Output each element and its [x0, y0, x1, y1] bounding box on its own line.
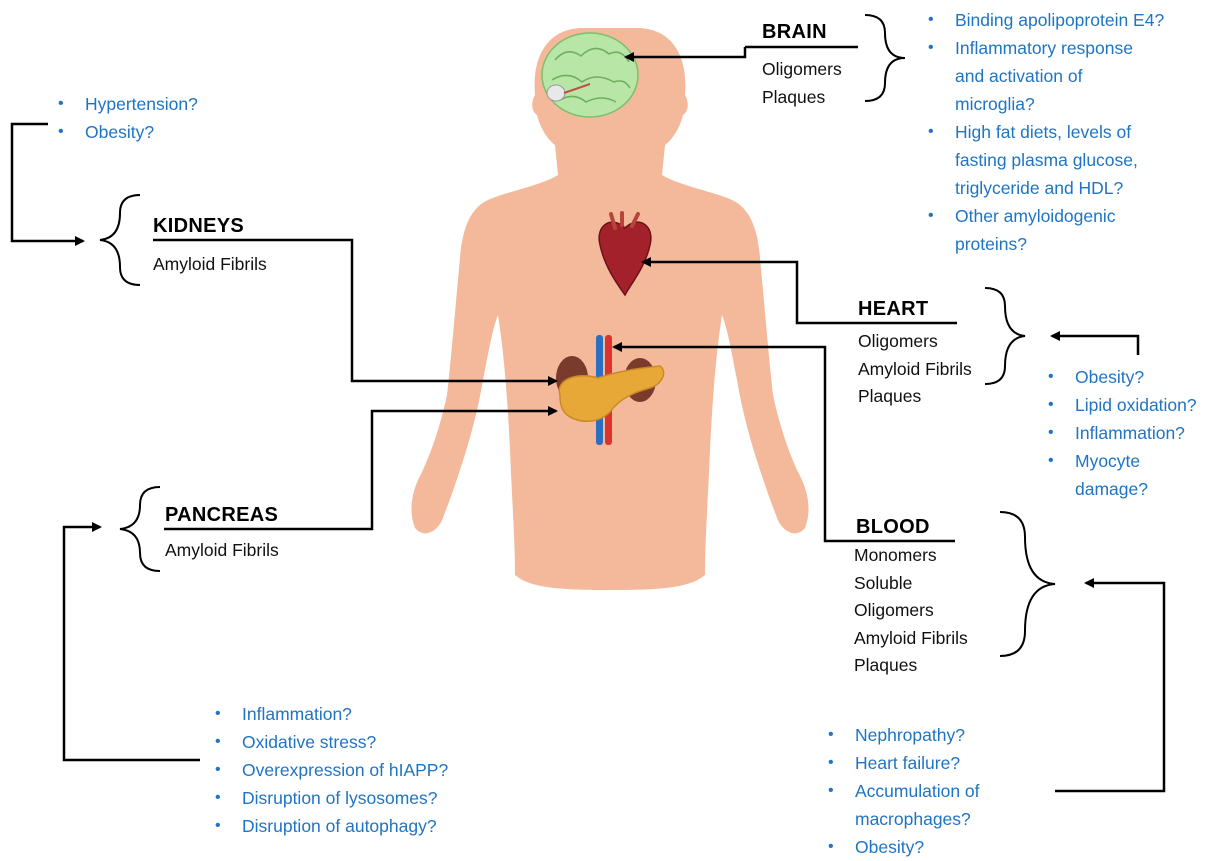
eye-shape	[547, 85, 565, 101]
brain-factor-item: Other amyloidogenic	[925, 202, 1164, 230]
kidneys-factors-list: Hypertension? Obesity?	[55, 90, 198, 146]
kidneys-form-item: Amyloid Fibrils	[153, 251, 267, 279]
heart-factor-item: damage?	[1045, 475, 1197, 503]
brain-factor-item: High fat diets, levels of	[925, 118, 1164, 146]
blood-form-item: Oligomers	[854, 597, 968, 625]
heart-factor-item: Inflammation?	[1045, 419, 1197, 447]
pancreas-factors-list: Inflammation? Oxidative stress? Overexpr…	[212, 700, 448, 840]
heart-brace	[985, 288, 1025, 384]
heart-factor-item: Obesity?	[1045, 363, 1197, 391]
heart-factors-arrow	[1052, 336, 1138, 355]
brain-forms: Oligomers Plaques	[762, 56, 842, 111]
heart-form-item: Amyloid Fibrils	[858, 356, 972, 384]
pancreas-factor-item: Disruption of lysosomes?	[212, 784, 448, 812]
brain-factor-item: Inflammatory response	[925, 34, 1164, 62]
blood-factors-arrow	[1055, 583, 1164, 791]
blood-forms: Monomers Soluble Oligomers Amyloid Fibri…	[854, 542, 968, 680]
heart-label: HEART	[858, 298, 928, 321]
kidneys-forms: Amyloid Fibrils	[153, 251, 267, 279]
brain-factor-item: microglia?	[925, 90, 1164, 118]
blood-form-item: Amyloid Fibrils	[854, 625, 968, 653]
pancreas-form-item: Amyloid Fibrils	[165, 537, 279, 565]
pancreas-forms: Amyloid Fibrils	[165, 537, 279, 565]
blood-factor-item: macrophages?	[825, 805, 980, 833]
kidneys-factor-item: Obesity?	[55, 118, 198, 146]
heart-factors-list: Obesity? Lipid oxidation? Inflammation? …	[1045, 363, 1197, 503]
kidneys-label: KIDNEYS	[153, 215, 244, 238]
brain-factor-item: triglyceride and HDL?	[925, 174, 1164, 202]
brain-factor-item: fasting plasma glucose,	[925, 146, 1164, 174]
brain-factor-item: Binding apolipoprotein E4?	[925, 6, 1164, 34]
brain-label: BRAIN	[762, 21, 827, 44]
kidneys-factor-item: Hypertension?	[55, 90, 198, 118]
brain-factor-item: proteins?	[925, 230, 1164, 258]
blood-factors-list: Nephropathy? Heart failure? Accumulation…	[825, 721, 980, 861]
heart-factor-item: Myocyte	[1045, 447, 1197, 475]
brain-factor-item: and activation of	[925, 62, 1164, 90]
brain-form-item: Oligomers	[762, 56, 842, 84]
blood-form-item: Plaques	[854, 652, 968, 680]
pancreas-factor-item: Oxidative stress?	[212, 728, 448, 756]
pancreas-brace	[120, 487, 160, 571]
blood-label: BLOOD	[856, 516, 930, 539]
blood-brace	[1000, 512, 1055, 656]
heart-form-item: Oligomers	[858, 328, 972, 356]
heart-form-item: Plaques	[858, 383, 972, 411]
kidneys-brace	[100, 195, 140, 285]
brain-shape	[542, 33, 638, 117]
blood-form-item: Soluble	[854, 570, 968, 598]
heart-forms: Oligomers Amyloid Fibrils Plaques	[858, 328, 972, 411]
blood-form-item: Monomers	[854, 542, 968, 570]
brain-brace	[865, 15, 905, 101]
blood-factor-item: Obesity?	[825, 833, 980, 861]
blood-factor-item: Heart failure?	[825, 749, 980, 777]
brain-illustration	[542, 33, 638, 117]
pancreas-label: PANCREAS	[165, 504, 278, 527]
blood-factor-item: Accumulation of	[825, 777, 980, 805]
brain-form-item: Plaques	[762, 84, 842, 112]
blood-factor-item: Nephropathy?	[825, 721, 980, 749]
heart-factor-item: Lipid oxidation?	[1045, 391, 1197, 419]
pancreas-factor-item: Overexpression of hIAPP?	[212, 756, 448, 784]
brain-factors-list: Binding apolipoprotein E4? Inflammatory …	[925, 6, 1164, 258]
pancreas-factor-item: Disruption of autophagy?	[212, 812, 448, 840]
pancreas-factor-item: Inflammation?	[212, 700, 448, 728]
